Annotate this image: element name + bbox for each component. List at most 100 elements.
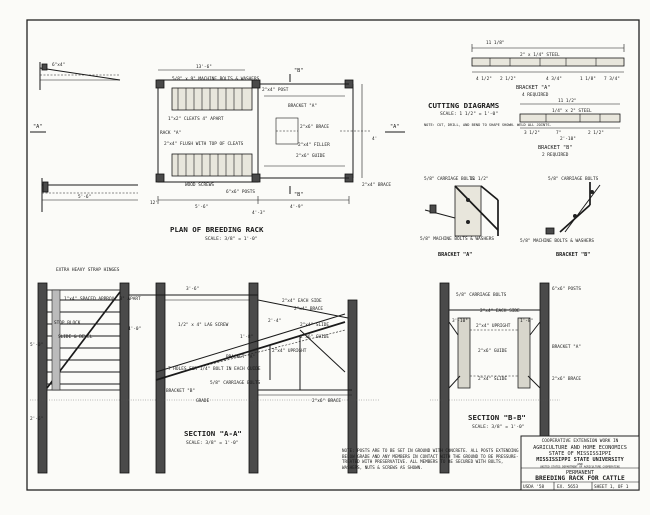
- steel-strip-a: [471, 57, 625, 67]
- cut-dim-b-5: 2'-10": [560, 136, 576, 142]
- bb-slide: 2"x4" SLIDE: [478, 376, 507, 382]
- callout-machine-bolts: 5/8" x 9" MACHINE BOLTS & WASHERS: [172, 76, 260, 82]
- bracket-a-dim: 11 1/2": [470, 176, 489, 182]
- title-block: COOPERATIVE EXTENSION WORK IN AGRICULTUR…: [520, 435, 640, 491]
- plan-title: PLAN OF BREEDING RACK: [170, 225, 264, 234]
- cut-dim-a-4: 4 3/4": [546, 76, 562, 82]
- bracket-b-detail: 5/8" CARRIAGE BOLTS 5/8" MACHINE BOLTS &…: [520, 176, 601, 258]
- section-aa-post: [248, 282, 259, 474]
- callout-wood-screws: WOOD SCREWS: [185, 182, 214, 188]
- cutting-title: CUTTING DIAGRAMS: [428, 101, 499, 110]
- callout-bracket-a: BRACKET "A": [288, 103, 317, 109]
- plan-dim-top: 6"x4": [52, 62, 65, 68]
- bb-bracket-a: BRACKET "A": [552, 344, 581, 350]
- aa-brace: 2"x4" BRACE: [294, 306, 323, 312]
- aa-lag-screw: 1/2" x 4" LAG SCREW: [178, 322, 229, 328]
- bb-dim-2: 1'-8": [520, 318, 533, 324]
- section-bb: 6"x6" POSTS 5/8" CARRIAGE BOLTS 2"x4" EA…: [430, 282, 581, 474]
- section-aa-title: SECTION "A-A": [184, 429, 242, 438]
- section-aa: EXTRA HEAVY STRAP HINGES 1"x4" SPACED AP…: [30, 267, 380, 474]
- aa-each-side: 2"x4" EACH SIDE: [282, 298, 322, 304]
- plan-post: [251, 173, 261, 183]
- callout-flush: 2"x4" FLUSH WITH TOP OF CLEATS: [164, 141, 244, 147]
- tb-permanent: PERMANENT: [566, 470, 594, 476]
- general-note: NOTE: POSTS ARE TO BE SET IN GROUND WITH…: [342, 448, 519, 470]
- bb-posts: 6"x6" POSTS: [552, 286, 581, 292]
- tb-ex-no: EX. 5653: [557, 484, 579, 490]
- bracket-b-caption: BRACKET "B": [556, 252, 590, 258]
- section-bb-scale: SCALE: 3/8" = 1'-0": [472, 424, 525, 430]
- callout-cleats: 1"x2" CLEATS 4" APART: [168, 116, 224, 122]
- aa-holes: 7 HOLES FOR 1/4" BOLT IN EACH GUIDE: [168, 366, 261, 372]
- dim-bottom-mid: 4'-9": [290, 204, 303, 210]
- tb-line4: MISSISSIPPI STATE UNIVERSITY: [536, 457, 624, 463]
- aa-brace-2x6: 2"x6" BRACE: [312, 398, 341, 404]
- tb-line1: COOPERATIVE EXTENSION WORK IN: [542, 438, 619, 444]
- callout-rack: RACK "A": [160, 130, 181, 136]
- cut-dim-a-6: 7 3/4": [604, 76, 620, 82]
- section-aa-post: [347, 299, 358, 474]
- section-bb-post: [439, 282, 450, 474]
- plan-side-view-top: [39, 62, 121, 90]
- tb-sheet: SHEET 1, OF 1: [594, 484, 629, 490]
- bracket-a-carriage: 5/8" CARRIAGE BOLTS: [424, 176, 475, 182]
- callout-filler: 2"x4" FILLER: [298, 142, 330, 148]
- tb-usda: USDA '58: [523, 484, 545, 490]
- cut-dim-b-3: 7": [556, 130, 561, 136]
- plan-scale: SCALE: 3/8" = 1'-0": [205, 236, 258, 242]
- aa-upright: 2"x4" UPRIGHT: [272, 348, 307, 354]
- aa-guide: 2"x6" GUIDE: [300, 334, 329, 340]
- bb-each-side: 2"x4" EACH SIDE: [480, 308, 520, 314]
- section-aa-post: [119, 282, 130, 474]
- aa-dim-6: 1'-8": [240, 334, 253, 340]
- bb-dim-1: 3'-10": [452, 318, 468, 324]
- upper-slat-bank: [171, 87, 253, 111]
- gate-panel: [46, 289, 121, 391]
- bracket-a-detail: 5/8" CARRIAGE BOLTS 11 1/2" 5/8" MACHINE…: [420, 176, 499, 258]
- aa-grade: GRADE: [196, 398, 210, 404]
- cut-bracket-b-req: 2 REQUIRED: [542, 152, 569, 158]
- plan-post: [155, 173, 165, 183]
- bb-brace: 2"x6" BRACE: [552, 376, 581, 382]
- plan-view: 6"x4" 5'-6" "A" "A" "B" "B" 13'-6": [30, 62, 405, 242]
- lower-slat-bank: [171, 153, 253, 177]
- callout-post: 2"x4" POST: [262, 87, 289, 93]
- aa-dim-2: 2'-6": [30, 416, 43, 422]
- section-aa-scale: SCALE: 3/8" = 1'-0": [186, 440, 239, 446]
- plan-dim-side: 5'-6": [78, 194, 91, 200]
- tb-line5: AND: [577, 462, 583, 466]
- aa-dim-1: 5'-0": [30, 342, 43, 348]
- cut-dim-a-5: 1 1/8": [580, 76, 596, 82]
- aa-dim-3: 3'-6": [186, 286, 199, 292]
- cut-dim-a-1: 11 1/8": [486, 40, 505, 46]
- tb-drawing-title: BREEDING RACK FOR CATTLE: [535, 475, 625, 482]
- steel-strip-b: [519, 113, 621, 123]
- callout-guide: 2"x6" GUIDE: [296, 153, 325, 159]
- cutting-note: NOTE: CUT, DRILL, AND BEND TO SHAPE SHOW…: [424, 123, 552, 127]
- aa-slide-bevel: SLIDE & BEVEL: [58, 334, 93, 340]
- general-note-box: NOTE: POSTS ARE TO BE SET IN GROUND WITH…: [342, 448, 519, 470]
- cutting-diagrams: 11 1/8" 2" x 1/4" STEEL 4 1/2" 2 1/2" 4 …: [424, 40, 625, 158]
- bracket-b-carriage: 5/8" CARRIAGE BOLTS: [548, 176, 599, 182]
- dim-bottom-left: 5'-6": [195, 204, 208, 210]
- section-aa-slide: [155, 299, 352, 396]
- aa-carriage: 5/8" CARRIAGE BOLTS: [210, 380, 261, 386]
- aa-stop-block: STOP BLOCK: [54, 320, 81, 326]
- aa-dim-5: 2'-4": [268, 318, 281, 324]
- bracket-b-machine: 5/8" MACHINE BOLTS & WASHERS: [520, 238, 594, 244]
- callout-brace-right: 2"x4" BRACE: [362, 182, 391, 188]
- cut-bracket-a-label: BRACKET "A": [516, 85, 550, 91]
- section-bb-title: SECTION "B-B": [468, 413, 526, 422]
- tb-line6: UNITED STATES DEPARTMENT OF AGRICULTURE …: [540, 465, 620, 469]
- bracket-a-machine: 5/8" MACHINE BOLTS & WASHERS: [420, 236, 494, 242]
- plan-post: [155, 79, 165, 89]
- bb-guide: 2"x6" GUIDE: [478, 348, 507, 354]
- section-aa-post: [37, 282, 48, 474]
- cut-dim-b-2: 3 1/2": [524, 130, 540, 136]
- cut-dim-a-3: 2 1/2": [500, 76, 516, 82]
- tb-line2: AGRICULTURE AND HOME ECONOMICS: [533, 445, 627, 451]
- aa-dim-4: 4'-0": [128, 326, 141, 332]
- dim-width: 12': [150, 200, 158, 206]
- tb-line3: STATE OF MISSISSIPPI: [549, 451, 611, 457]
